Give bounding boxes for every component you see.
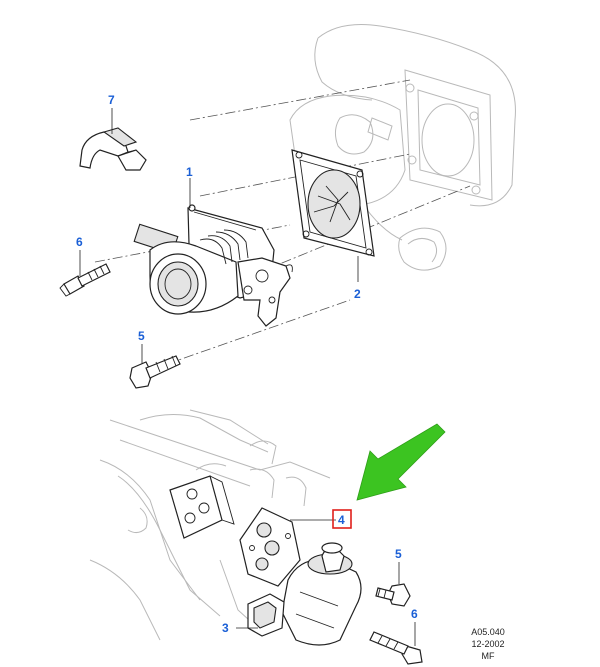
ref-date: 12-2002 xyxy=(471,639,504,649)
part-3-iac-valve xyxy=(247,542,362,646)
callout-labels: 7 1 6 2 5 5 3 6 xyxy=(76,93,418,635)
reference-code: A05.040 12-2002 MF xyxy=(471,627,505,661)
part-6-stud-lower xyxy=(369,631,423,665)
iac-valve-port xyxy=(169,475,235,539)
callout-6-lower: 6 xyxy=(411,607,418,621)
callout-5-upper: 5 xyxy=(138,329,145,343)
highlight-box xyxy=(332,509,352,529)
ref-initials: MF xyxy=(482,651,495,661)
callout-5-lower: 5 xyxy=(395,547,402,561)
arrow-icon xyxy=(356,423,446,501)
ref-code: A05.040 xyxy=(471,627,505,637)
lower-manifold-outline xyxy=(89,409,331,641)
part-4-iac-gasket xyxy=(239,507,301,587)
callout-7: 7 xyxy=(108,93,115,107)
callout-4-highlight: 4 xyxy=(332,509,352,529)
callout-4: 4 xyxy=(338,513,345,527)
leader-lines xyxy=(79,108,416,646)
callout-2: 2 xyxy=(354,287,361,301)
callout-6-upper: 6 xyxy=(76,235,83,249)
part-5-bolt-lower xyxy=(375,583,411,607)
intake-manifold-outline xyxy=(289,24,516,271)
part-1-throttle-body xyxy=(133,204,293,327)
part-7-clip xyxy=(79,127,147,171)
callout-3: 3 xyxy=(222,621,229,635)
callout-1: 1 xyxy=(186,165,193,179)
part-6-stud-upper xyxy=(59,263,111,297)
alignment-lines xyxy=(94,79,471,371)
green-pointer-arrow xyxy=(356,423,446,501)
part-5-bolt-upper xyxy=(129,355,181,389)
part-2-gasket xyxy=(291,149,375,257)
